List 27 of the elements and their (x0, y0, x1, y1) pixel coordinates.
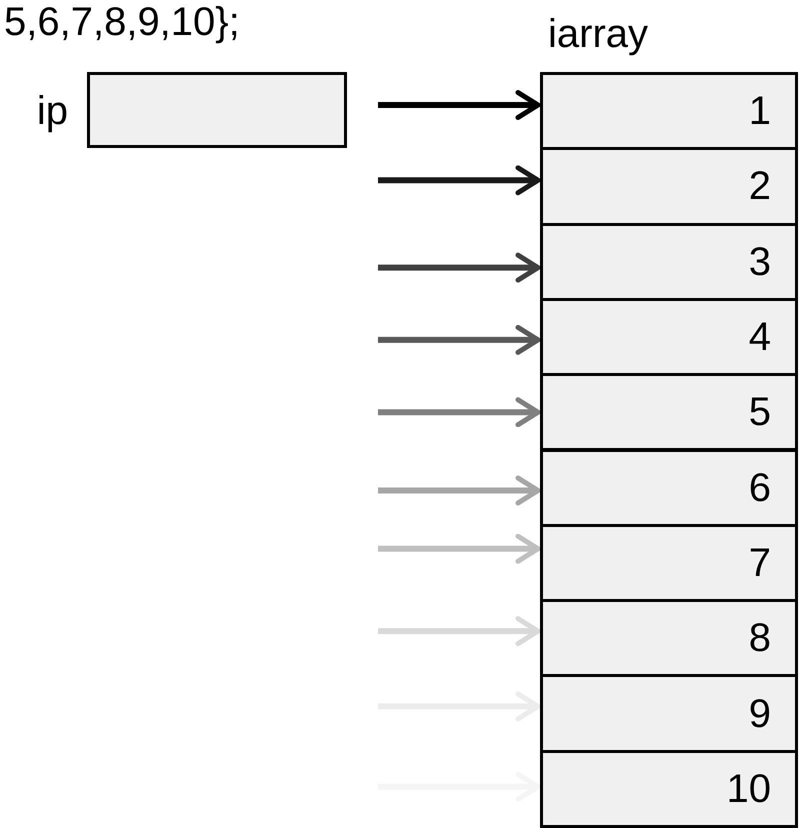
cell-value: 4 (748, 317, 771, 358)
arrow (378, 476, 540, 506)
cell-value: 10 (726, 768, 771, 809)
cell-value: 8 (748, 618, 771, 658)
cell-value: 5 (748, 392, 771, 432)
array-cell (540, 448, 798, 527)
array-name: iarray (548, 14, 648, 54)
arrow (378, 90, 540, 120)
arrow (378, 772, 540, 802)
arrow (378, 534, 540, 564)
arrow (378, 252, 540, 283)
variable-name: ip (36, 91, 68, 131)
arrow (378, 165, 540, 196)
cell-value: 2 (748, 166, 771, 206)
code-text: 5,6,7,8,9,10}; (4, 2, 240, 42)
cell-value: 3 (748, 242, 771, 282)
array-cell (540, 373, 798, 452)
arrow (378, 397, 540, 428)
cell-value: 1 (748, 91, 771, 132)
cell-value: 9 (748, 694, 771, 734)
array-cell (540, 147, 798, 226)
arrow (378, 324, 540, 355)
arrow (378, 691, 540, 722)
arrow (378, 616, 540, 646)
array-cell (540, 674, 798, 753)
cell-value: 6 (748, 468, 771, 508)
cell-value: 7 (748, 542, 771, 583)
